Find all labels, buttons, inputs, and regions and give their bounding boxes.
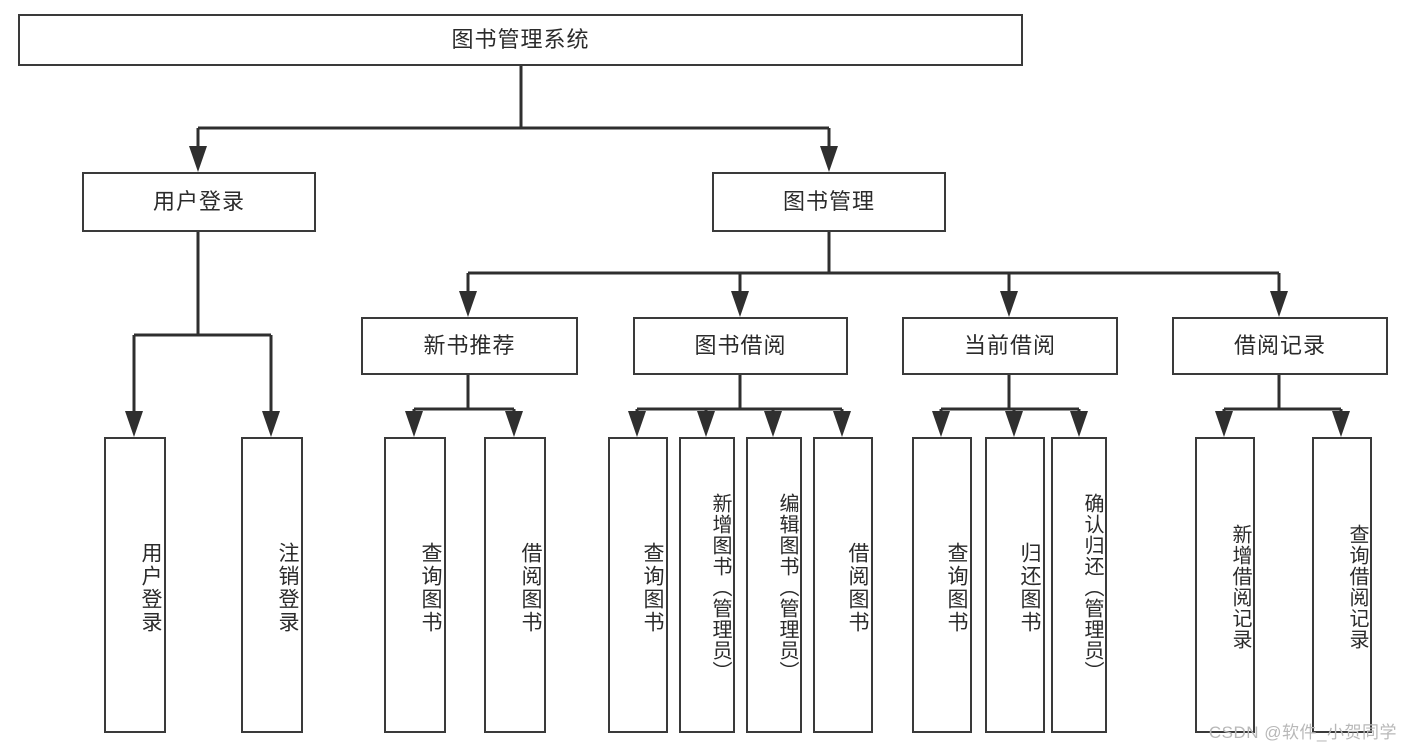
leaf-query-books-current[interactable]: 查询图书 (912, 437, 972, 733)
node-label: 归还图书 (1018, 542, 1041, 634)
node-label: 用户登录 (139, 542, 162, 634)
leaf-query-borrow-record[interactable]: 查询借阅记录 (1312, 437, 1372, 733)
leaf-add-book-admin[interactable]: 新增图书（管理员） (679, 437, 735, 733)
node-label: 图书借阅 (694, 332, 787, 358)
node-label: 图书管理 (782, 188, 875, 214)
node-label: 新增借阅记录 (1229, 524, 1251, 650)
node-label: 查询借阅记录 (1346, 524, 1368, 650)
node-label: 查询图书 (641, 542, 664, 634)
node-user-login[interactable]: 用户登录 (82, 172, 316, 232)
node-label: 当前借阅 (963, 332, 1056, 358)
node-label: 借阅记录 (1233, 332, 1326, 358)
leaf-query-books-recommend[interactable]: 查询图书 (384, 437, 446, 733)
leaf-logout[interactable]: 注销登录 (241, 437, 303, 733)
node-current-borrowing[interactable]: 当前借阅 (902, 317, 1118, 375)
node-label: 注销登录 (276, 542, 299, 634)
node-label: 图书管理系统 (451, 26, 590, 52)
leaf-user-login[interactable]: 用户登录 (104, 437, 166, 733)
leaf-edit-book-admin[interactable]: 编辑图书（管理员） (746, 437, 802, 733)
csdn-watermark: CSDN @软件_小贺同学 (1208, 723, 1397, 742)
node-label: 新增图书（管理员） (709, 492, 731, 682)
node-label: 借阅图书 (519, 542, 542, 634)
node-new-book-recommendation[interactable]: 新书推荐 (361, 317, 578, 375)
node-borrowing-records[interactable]: 借阅记录 (1172, 317, 1388, 375)
node-label: 新书推荐 (423, 332, 516, 358)
node-book-management[interactable]: 图书管理 (712, 172, 946, 232)
node-label: 查询图书 (945, 542, 968, 634)
leaf-confirm-return-admin[interactable]: 确认归还（管理员） (1051, 437, 1107, 733)
leaf-query-books-borrowing[interactable]: 查询图书 (608, 437, 668, 733)
node-root-book-management-system[interactable]: 图书管理系统 (18, 14, 1023, 66)
leaf-add-borrow-record[interactable]: 新增借阅记录 (1195, 437, 1255, 733)
node-book-borrowing[interactable]: 图书借阅 (633, 317, 848, 375)
node-label: 编辑图书（管理员） (776, 492, 798, 682)
leaf-borrow-books[interactable]: 借阅图书 (813, 437, 873, 733)
leaf-return-books[interactable]: 归还图书 (985, 437, 1045, 733)
leaf-borrow-books-recommend[interactable]: 借阅图书 (484, 437, 546, 733)
node-label: 查询图书 (419, 542, 442, 634)
node-label: 确认归还（管理员） (1081, 492, 1103, 682)
node-label: 借阅图书 (846, 542, 869, 634)
node-label: 用户登录 (152, 188, 245, 214)
